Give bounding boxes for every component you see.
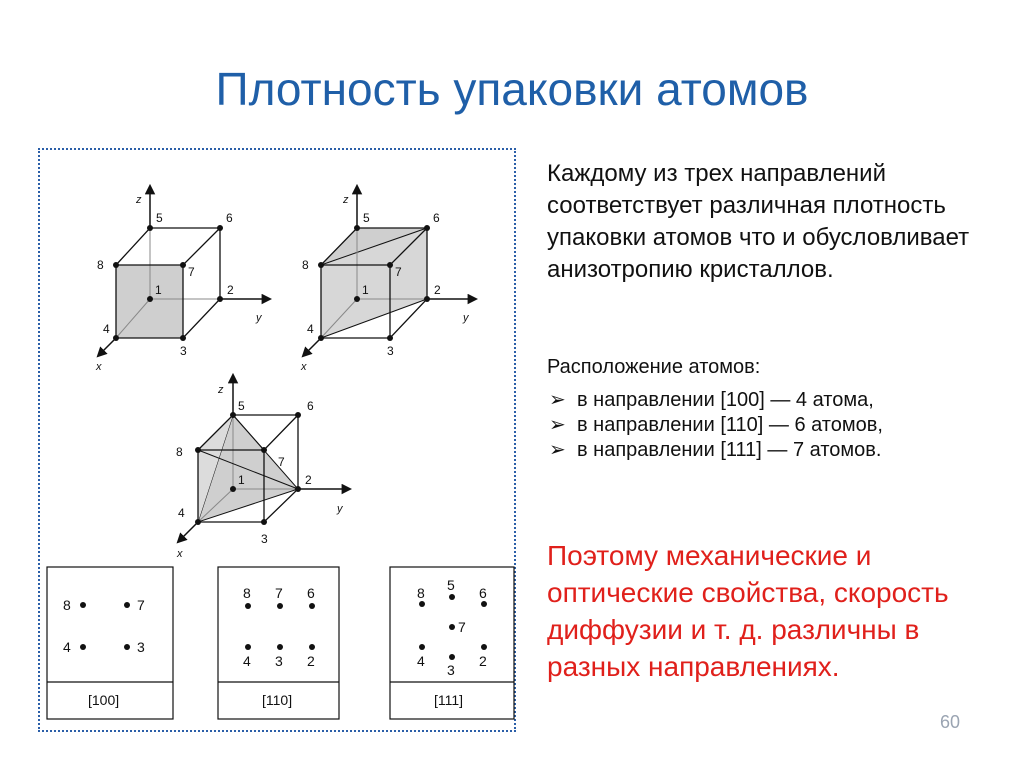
plane-label: [110] (262, 692, 292, 708)
atom-label: 2 (307, 653, 315, 669)
anisotropy-paragraph: Каждому из трех направлений соответствуе… (547, 160, 970, 283)
vertex-label: 4 (178, 506, 185, 520)
vertex-label: 2 (305, 473, 312, 487)
cube-edge (115, 298, 151, 339)
atom-label: 4 (243, 653, 251, 669)
list-item: ➢ в направлении [100] — 4 атома, (547, 388, 987, 413)
plane-label: [111] (434, 692, 463, 708)
vertex-label: 3 (180, 344, 187, 358)
vertex-label: 2 (434, 283, 441, 297)
vertex-label: 7 (395, 265, 402, 279)
z-axis-label: z (135, 194, 142, 206)
list-item-text: в направлении [100] — 4 атома, (577, 389, 874, 411)
list-item: ➢ в направлении [111] — 7 атомов. (547, 438, 987, 463)
conclusion-text: Поэтому механические и оптические свойст… (547, 540, 949, 682)
list-item-text: в направлении [111] — 7 атомов. (577, 439, 882, 461)
atom-label: 7 (458, 619, 466, 635)
z-axis-label: z (217, 384, 224, 396)
vertex-label: 6 (307, 399, 314, 413)
chevron-right-icon: ➢ (549, 439, 566, 461)
atom-label: 2 (479, 653, 487, 669)
vertex-label: 5 (156, 211, 163, 225)
figure-frame (38, 148, 516, 732)
plane-label: [100] (88, 692, 119, 708)
vertex-label: 6 (226, 211, 233, 225)
cube-100: 1 2 3 4 5 6 7 8 z y x (95, 183, 273, 373)
vertex-label: 3 (387, 344, 394, 358)
x-axis-label: x (95, 361, 102, 373)
x-axis (96, 337, 117, 358)
plane-box-100: 8 7 4 3 [100] (46, 566, 174, 720)
cube-edge (197, 488, 234, 523)
atom-label: 8 (63, 597, 71, 613)
plane-box-111: 5 8 6 7 4 3 2 [111] (389, 566, 515, 720)
atom-label: 7 (275, 585, 283, 601)
arrangement-title: Расположение атомов: (547, 356, 761, 378)
atom-label: 3 (137, 639, 145, 655)
chevron-right-icon: ➢ (549, 414, 566, 436)
atom-label: 3 (275, 653, 283, 669)
x-axis-label: x (300, 361, 307, 373)
arrangement-list: ➢ в направлении [100] — 4 атома, ➢ в напра… (547, 388, 987, 463)
vertex-label: 5 (238, 399, 245, 413)
x-axis (301, 337, 322, 358)
y-axis-label: y (336, 503, 344, 515)
z-axis-label: z (342, 194, 349, 206)
vertex-label: 4 (103, 322, 110, 336)
vertex-label: 8 (176, 445, 183, 459)
x-axis (176, 521, 199, 544)
vertex-label: 5 (363, 211, 370, 225)
vertex-label: 8 (97, 258, 104, 272)
atom-label: 5 (447, 577, 455, 593)
list-item: ➢ в направлении [110] — 6 атомов, (547, 413, 987, 438)
x-axis-label: x (176, 548, 183, 560)
atom-label: 4 (63, 639, 71, 655)
vertex-label: 1 (362, 283, 369, 297)
y-axis-label: y (462, 312, 470, 324)
chevron-right-icon: ➢ (549, 389, 566, 411)
plane-box-110: 8 7 6 4 3 2 [110] (217, 566, 340, 720)
vertex-label: 8 (302, 258, 309, 272)
vertex-label: 6 (433, 211, 440, 225)
cube-edge (320, 298, 358, 339)
vertex-label: 7 (278, 455, 285, 469)
atom-label: 8 (417, 585, 425, 601)
atom-label: 3 (447, 662, 455, 678)
cube-110: 1 2 3 4 5 6 7 8 z y x (300, 183, 479, 373)
vertex-label: 3 (261, 532, 268, 546)
atom-label: 4 (417, 653, 425, 669)
atom-label: 7 (137, 597, 145, 613)
vertex-label: 7 (188, 265, 195, 279)
plane-edge (232, 414, 265, 451)
slide-title: Плотность упаковки атомов (215, 63, 809, 115)
plane-edge (197, 449, 299, 490)
vertex-label: 1 (155, 283, 162, 297)
list-item-text: в направлении [110] — 6 атомов, (577, 414, 883, 436)
page-number: 60 (940, 712, 961, 732)
vertex-label: 1 (238, 473, 245, 487)
y-axis-label: y (255, 312, 263, 324)
atom-label: 6 (307, 585, 315, 601)
atom-label: 8 (243, 585, 251, 601)
cube-111: 1 2 3 4 5 6 7 8 z y x (176, 372, 353, 560)
atom-label: 6 (479, 585, 487, 601)
vertex-label: 4 (307, 322, 314, 336)
vertex-label: 2 (227, 283, 234, 297)
